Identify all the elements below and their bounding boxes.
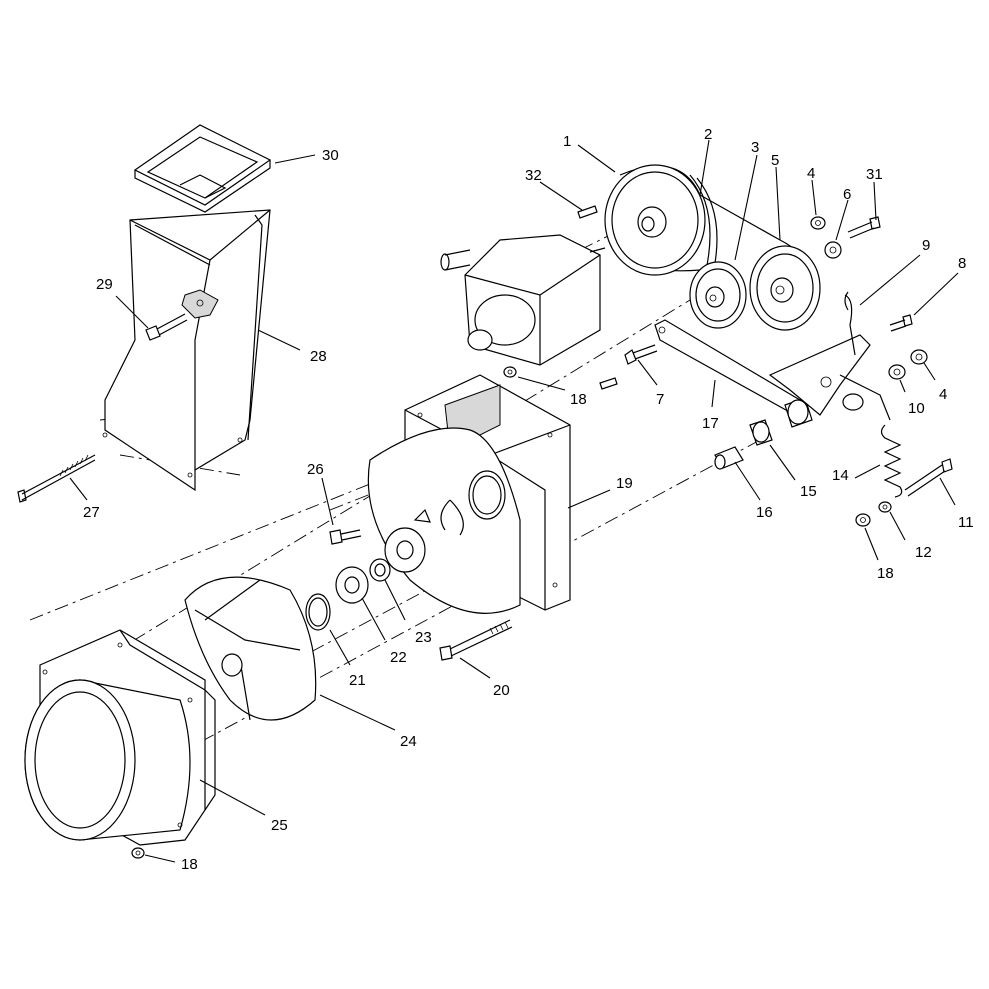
callout-8: 8 xyxy=(958,255,966,272)
spacer-16 xyxy=(714,446,744,470)
inlet-housing xyxy=(24,629,216,846)
nut-4-lower xyxy=(910,349,928,365)
bolt-29 xyxy=(145,313,188,341)
key-32 xyxy=(577,205,598,219)
callout-24: 24 xyxy=(400,733,417,750)
callout-5: 5 xyxy=(771,152,779,169)
spacer-23 xyxy=(369,558,391,582)
bolt-20 xyxy=(439,619,513,661)
callout-9: 9 xyxy=(922,237,930,254)
retaining-ring-21 xyxy=(305,593,331,631)
callout-23: 23 xyxy=(415,629,432,646)
callout-29: 29 xyxy=(96,276,113,293)
callout-3: 3 xyxy=(751,139,759,156)
chute-bolt-27 xyxy=(17,454,96,503)
callout-28: 28 xyxy=(310,348,327,365)
nut-18-housing xyxy=(503,366,517,378)
callout-6: 6 xyxy=(843,186,851,203)
fan-housing xyxy=(367,374,571,614)
lever-bracket xyxy=(768,334,891,421)
callout-7: 7 xyxy=(656,391,664,408)
callout-18-lower: 18 xyxy=(181,856,198,873)
nut-4-upper xyxy=(810,216,826,230)
callout-18-right: 18 xyxy=(877,565,894,582)
callout-16: 16 xyxy=(756,504,773,521)
callout-1: 1 xyxy=(563,133,571,150)
spring-14 xyxy=(880,424,903,498)
bearing-22 xyxy=(335,566,369,604)
discharge-chute xyxy=(102,209,271,492)
bolt-8 xyxy=(889,314,913,332)
callout-22: 22 xyxy=(390,649,407,666)
nut-18-right xyxy=(855,513,871,527)
callout-21: 21 xyxy=(349,672,366,689)
gearbox xyxy=(440,234,606,366)
idler-arm-17 xyxy=(654,319,801,416)
callout-19: 19 xyxy=(616,475,633,492)
washer-12 xyxy=(878,501,892,513)
pulley-5 xyxy=(749,245,821,331)
callout-32: 32 xyxy=(525,167,542,184)
nut-18-lower xyxy=(131,847,145,859)
callout-31: 31 xyxy=(866,166,883,183)
bolt-7 xyxy=(624,344,658,365)
bearing-flange xyxy=(384,527,426,573)
bushing-15 xyxy=(749,397,813,446)
callout-27: 27 xyxy=(83,504,100,521)
idler-pulley-3 xyxy=(689,261,747,329)
callout-12: 12 xyxy=(915,544,932,561)
bolt-11 xyxy=(904,458,953,497)
callout-11: 11 xyxy=(958,514,974,531)
callout-2: 2 xyxy=(704,126,712,143)
callout-18-upper: 18 xyxy=(570,391,587,408)
callout-10: 10 xyxy=(908,400,925,417)
cotter-pin-9 xyxy=(844,291,856,356)
callout-labels: 1 2 3 5 4 31 32 6 9 8 30 29 28 18 7 17 1… xyxy=(83,126,974,873)
callout-4-lower: 4 xyxy=(939,386,947,403)
chute-cap-frame xyxy=(133,124,272,213)
washer-10 xyxy=(888,364,906,380)
pulley-1 xyxy=(604,164,706,276)
fan-impeller xyxy=(184,576,317,721)
bolt-31 xyxy=(847,216,881,239)
pin-18-upper xyxy=(599,377,618,390)
callout-15: 15 xyxy=(800,483,817,500)
bolt-26 xyxy=(329,529,362,545)
callout-4-upper: 4 xyxy=(807,165,815,182)
callout-26: 26 xyxy=(307,461,324,478)
callout-14: 14 xyxy=(832,467,849,484)
callout-30: 30 xyxy=(322,147,339,164)
callout-25: 25 xyxy=(271,817,288,834)
callout-20: 20 xyxy=(493,682,510,699)
callout-17: 17 xyxy=(702,415,719,432)
washer-6 xyxy=(824,241,842,259)
leader-lines xyxy=(69,139,959,863)
